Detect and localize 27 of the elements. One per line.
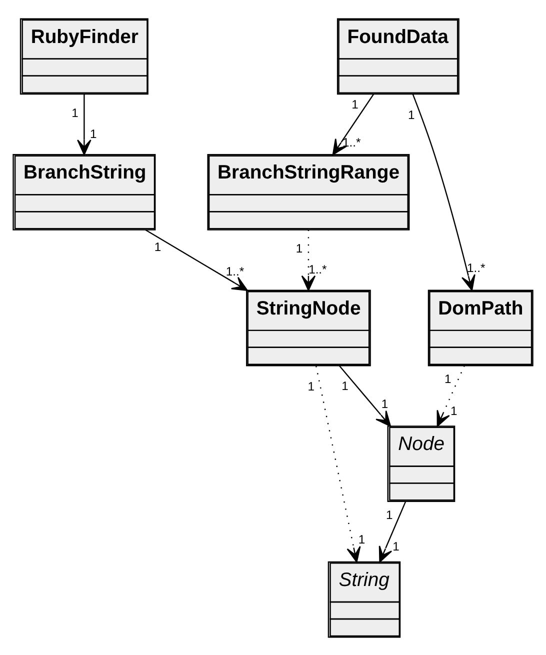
arrow <box>412 93 476 290</box>
label: 1 <box>408 108 415 122</box>
label: 1 <box>392 538 400 553</box>
arrow <box>316 365 361 562</box>
label: 1 <box>386 508 393 522</box>
label: 1 <box>154 239 162 254</box>
label: 1 <box>72 105 78 120</box>
arrow <box>332 93 374 155</box>
label: 1..* <box>226 264 244 278</box>
arrow <box>301 229 316 290</box>
label: 1..* <box>308 262 327 276</box>
arrow <box>436 364 465 426</box>
label: 1 <box>358 532 366 546</box>
label: 1 <box>381 396 388 411</box>
label: 1 <box>308 378 314 393</box>
label: 1 <box>296 241 303 256</box>
arrow <box>378 500 406 562</box>
label: 1 <box>90 126 97 140</box>
label: 1..* <box>467 260 486 274</box>
arrow <box>145 228 248 290</box>
label: 1..* <box>342 134 361 149</box>
label: 1 <box>444 371 452 386</box>
arrow <box>77 94 92 155</box>
label: 1 <box>450 403 458 418</box>
label: 1 <box>342 378 348 392</box>
arrow <box>338 364 392 426</box>
label: 1 <box>352 96 358 111</box>
